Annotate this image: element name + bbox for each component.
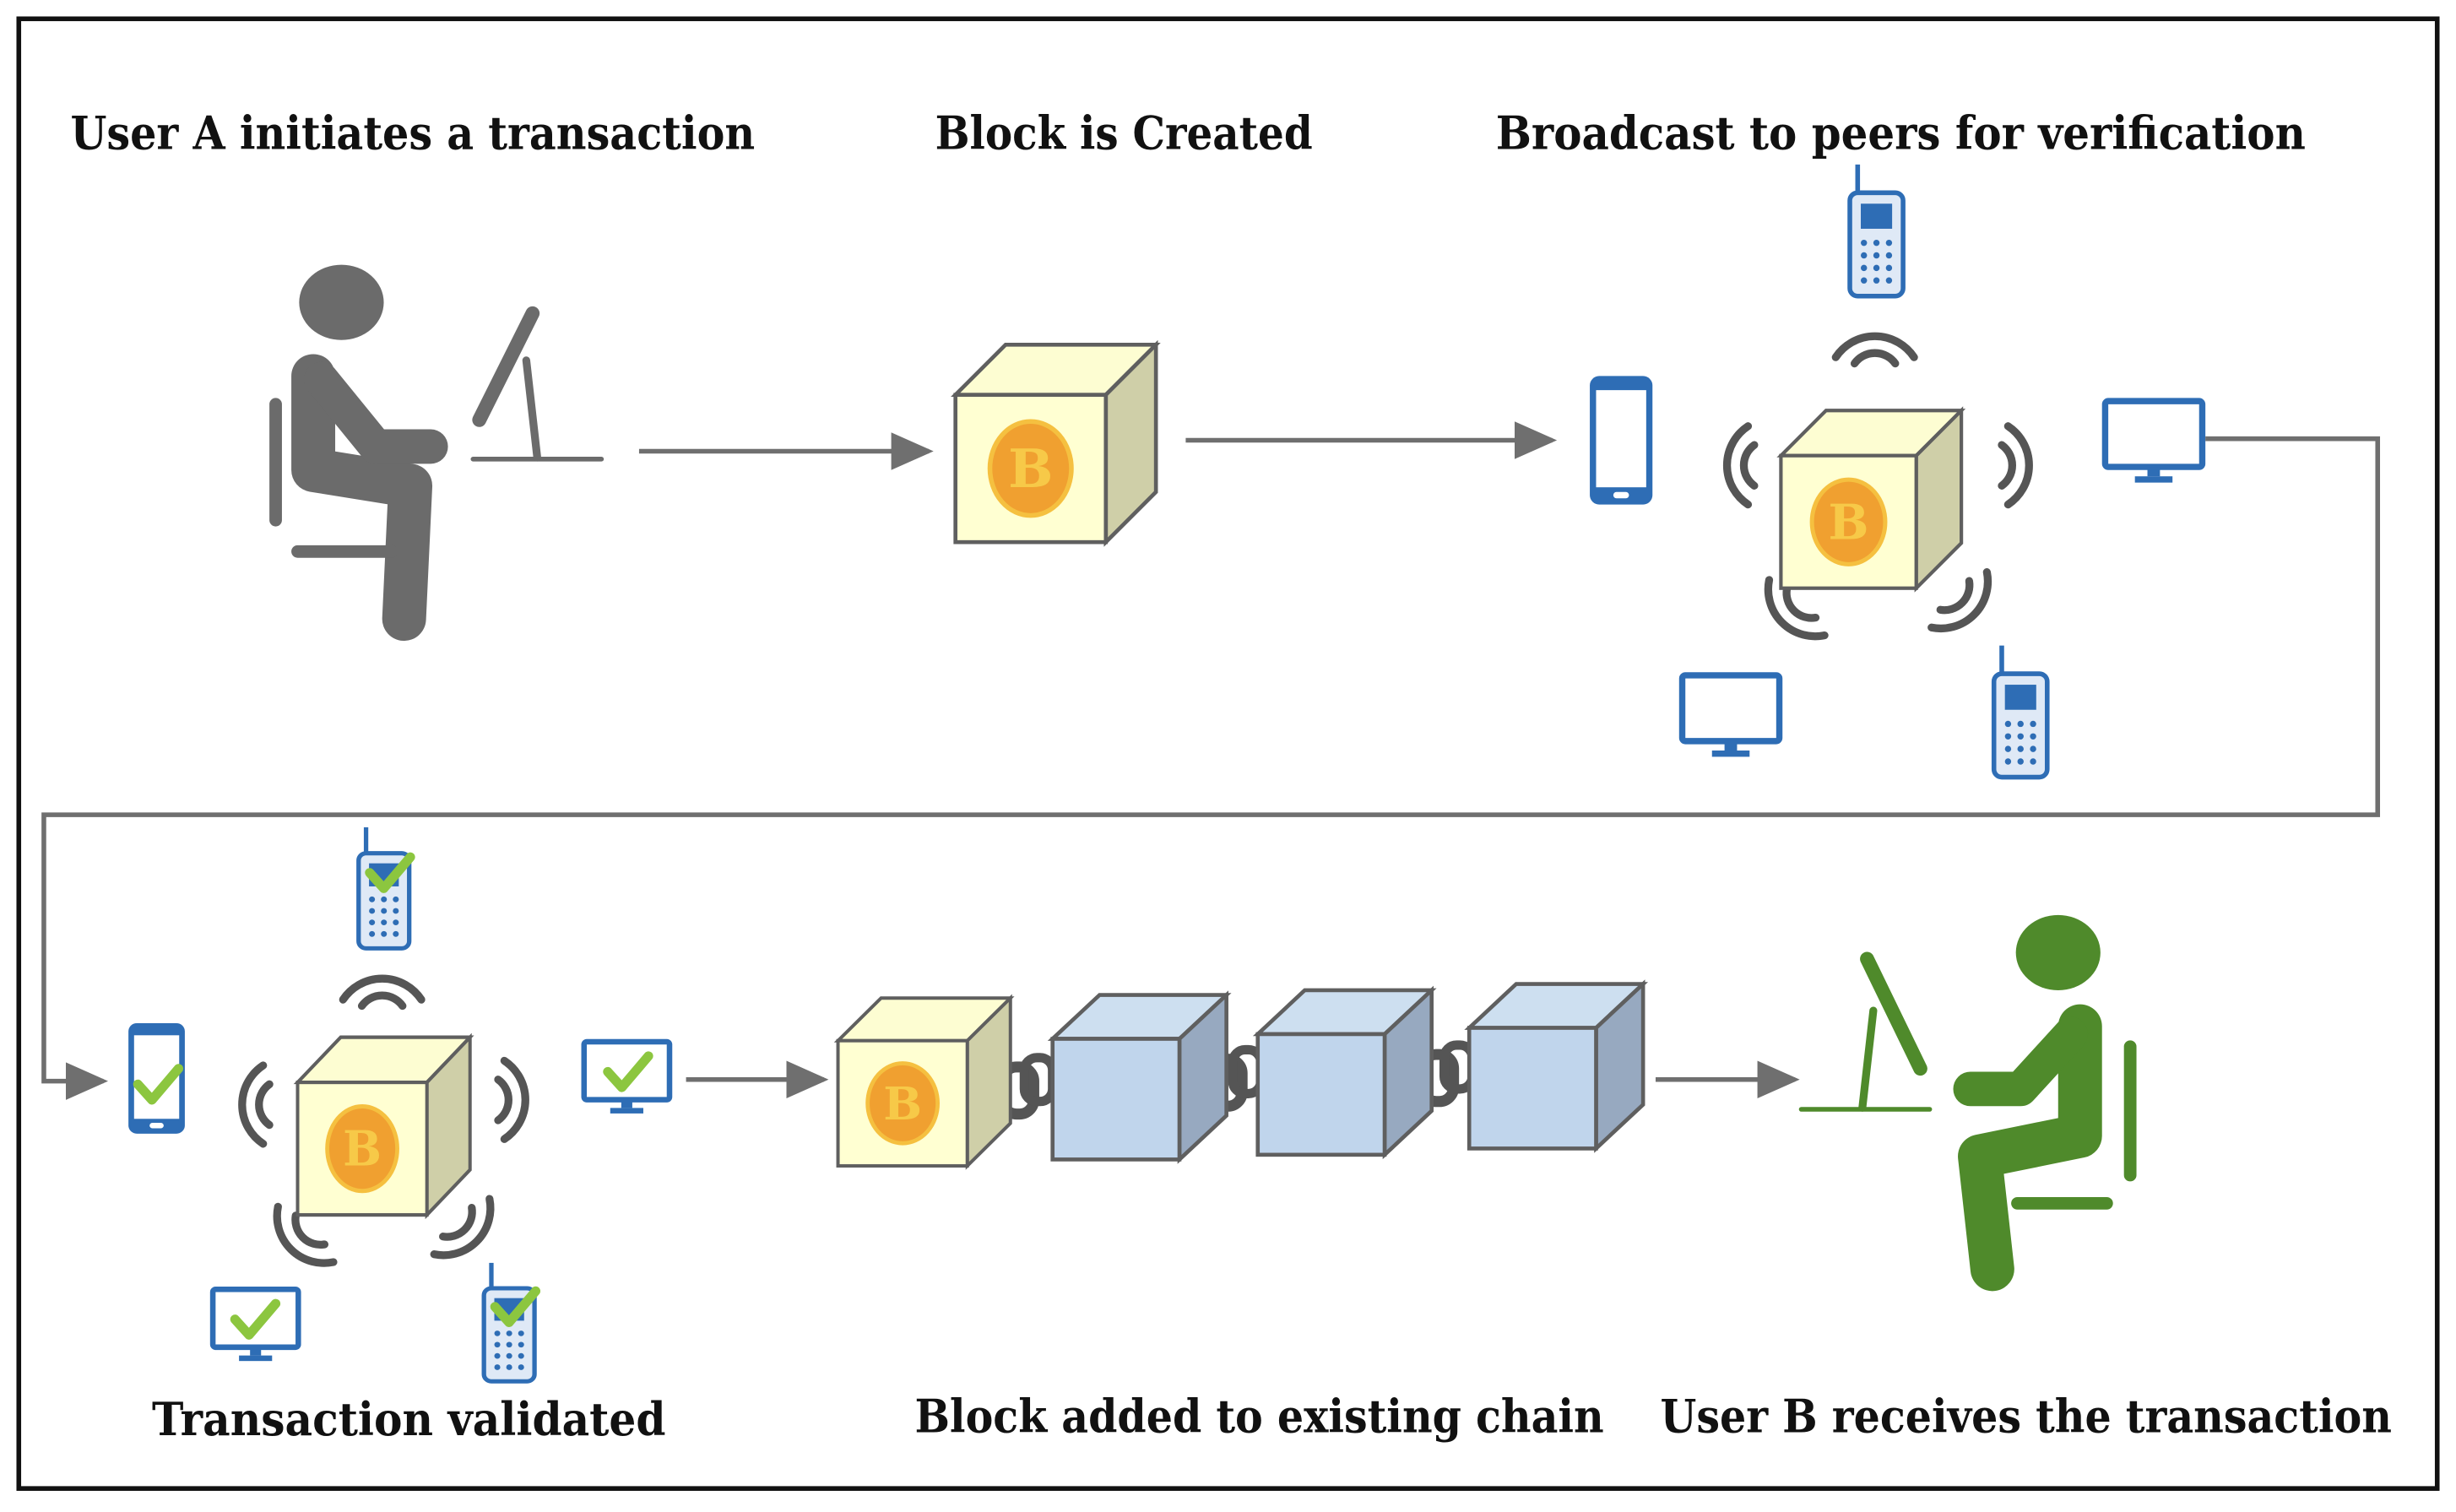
diagram-border [16,16,2440,1491]
coin-glyph: B [343,1121,382,1177]
label-transaction-validated: Transaction validated [152,1392,666,1446]
label-user-a-initiates: User A initiates a transaction [70,106,755,160]
label-user-b-receives: User B receives the transaction [1661,1389,2392,1443]
label-broadcast: Broadcast to peers for verification [1496,106,2306,160]
coin-glyph: B [1008,437,1053,500]
smartphone-icon [1590,376,1653,505]
label-block-added: Block added to existing chain [914,1389,1603,1443]
coin-glyph: B [1829,495,1869,550]
blue-block-icon [1258,990,1432,1155]
blue-block-icon [1053,995,1227,1160]
label-block-created: Block is Created [935,106,1313,160]
bitcoin-block-icon: B [297,1038,469,1215]
blue-block-icon [1469,984,1643,1149]
coin-glyph: B [883,1076,922,1130]
bitcoin-block-icon: B [838,998,1011,1166]
user-b-person-at-computer-icon [1798,914,2137,1292]
user-a-person-at-computer-icon [269,264,605,642]
connector-to-validation [41,436,2381,1100]
bitcoin-block-icon: B [956,344,1156,542]
bitcoin-block-icon: B [1781,410,1961,588]
